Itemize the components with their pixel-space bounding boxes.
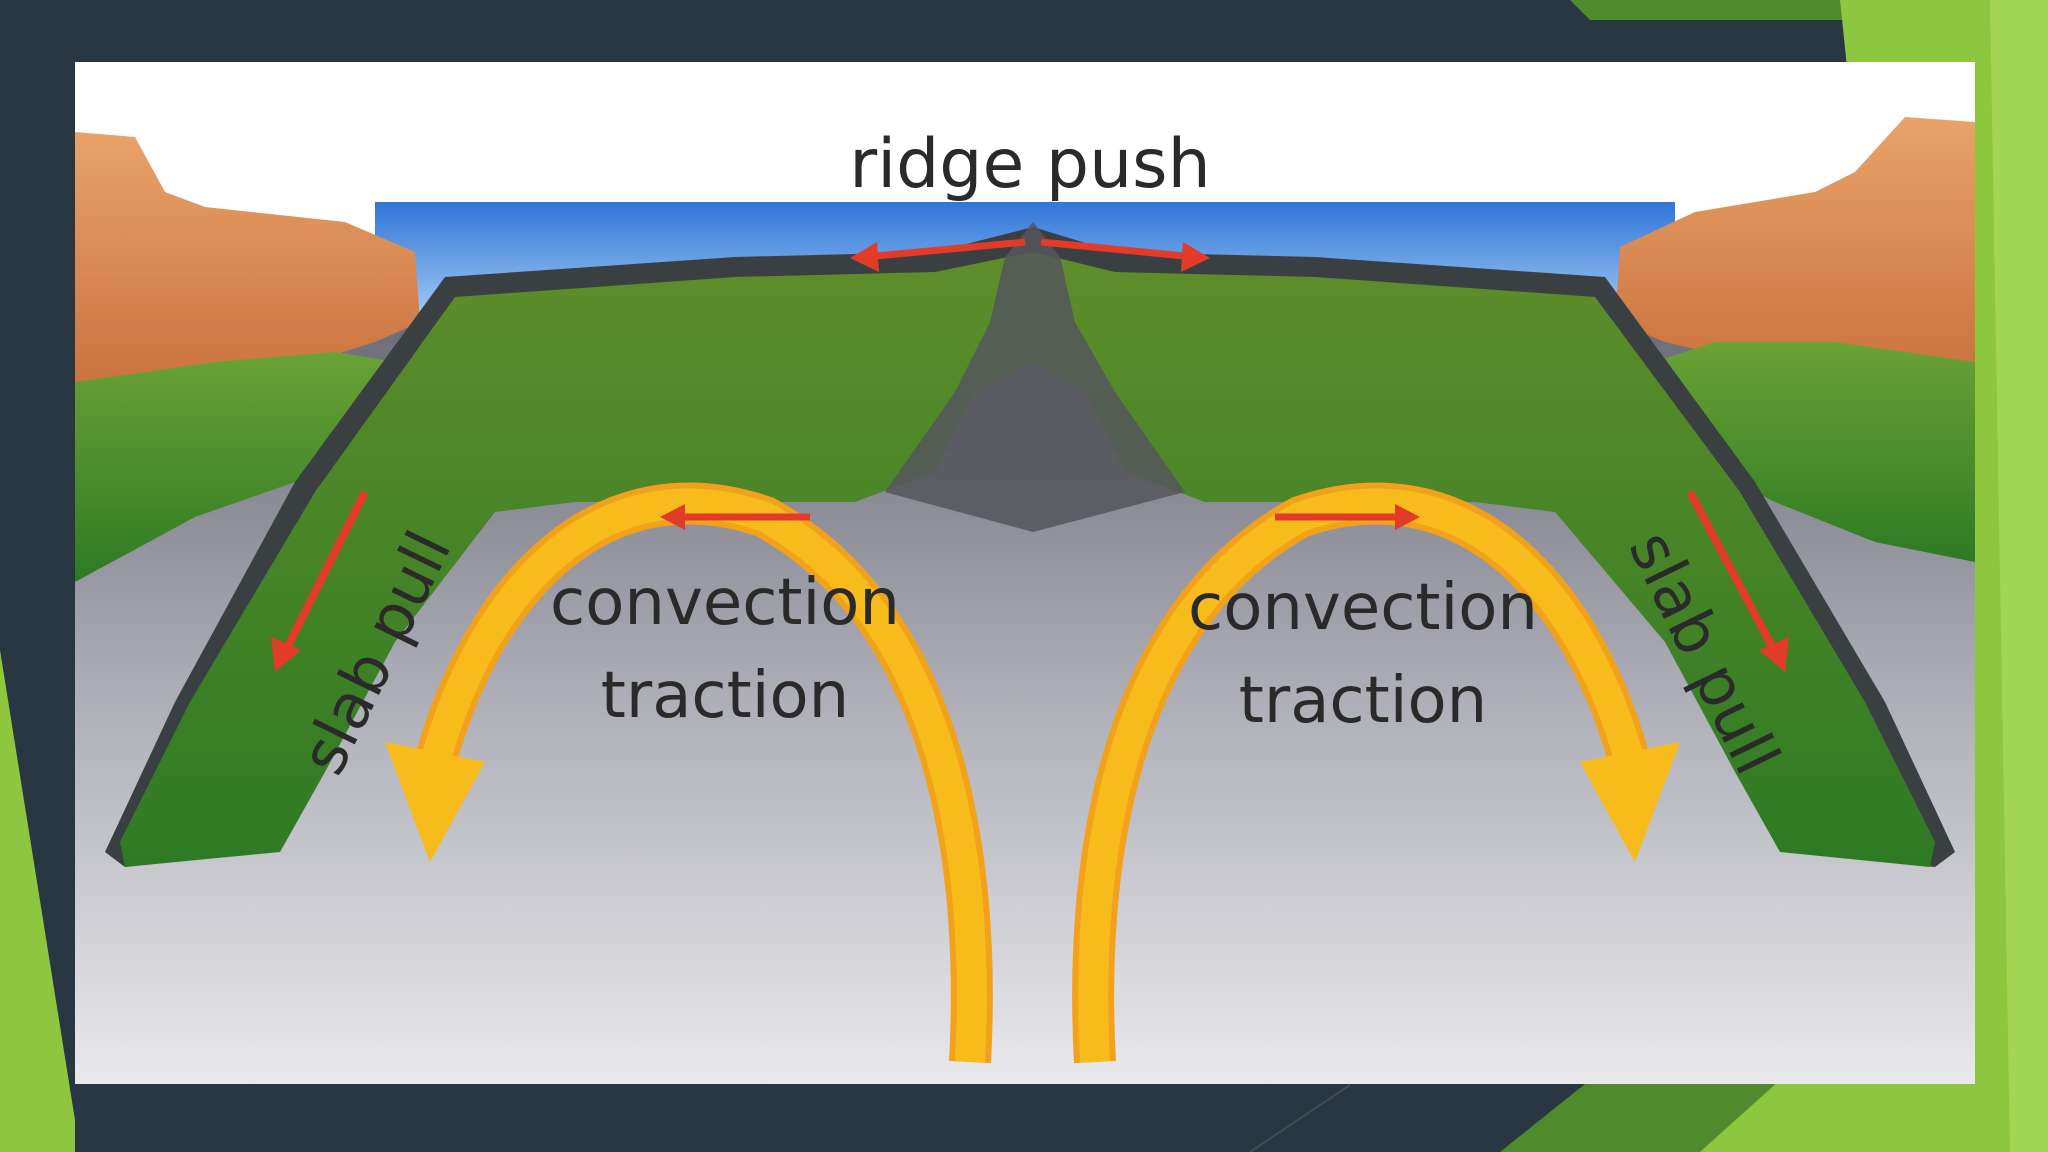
accent-shape-left: [0, 650, 75, 1152]
continent-left: [75, 132, 420, 402]
ridge-push-label: ridge push: [849, 125, 1210, 204]
accent-line: [1249, 1084, 1351, 1152]
convection-arrow-left: [385, 482, 993, 1064]
traction-arrows: [660, 504, 1420, 530]
continent-right: [1615, 117, 1975, 392]
accent-shape-edge: [1990, 0, 2048, 1152]
convection-left-label-line2: traction: [601, 659, 849, 733]
plate-left: [120, 252, 1033, 867]
continent-left-root: [75, 352, 395, 582]
ridge-push-arrows: [850, 238, 1210, 272]
continent-right-root: [1655, 342, 1975, 562]
plate-forces-illustration: ridge push slab pull slab pull convectio…: [75, 62, 1975, 1084]
accent-shape-bottom-light: [1700, 1080, 1980, 1152]
convection-right-label-line2: traction: [1239, 664, 1487, 738]
slab-pull-arrows: [271, 490, 1789, 672]
convection-right-label-line1: convection: [1188, 571, 1538, 645]
plate-forces-diagram: ridge push slab pull slab pull convectio…: [75, 62, 1975, 1084]
mid-ocean-ridge: [885, 222, 1185, 532]
convection-arrow-right: [1072, 482, 1680, 1064]
convection-left-label-line1: convection: [550, 566, 900, 640]
plate-right: [1033, 252, 1935, 867]
